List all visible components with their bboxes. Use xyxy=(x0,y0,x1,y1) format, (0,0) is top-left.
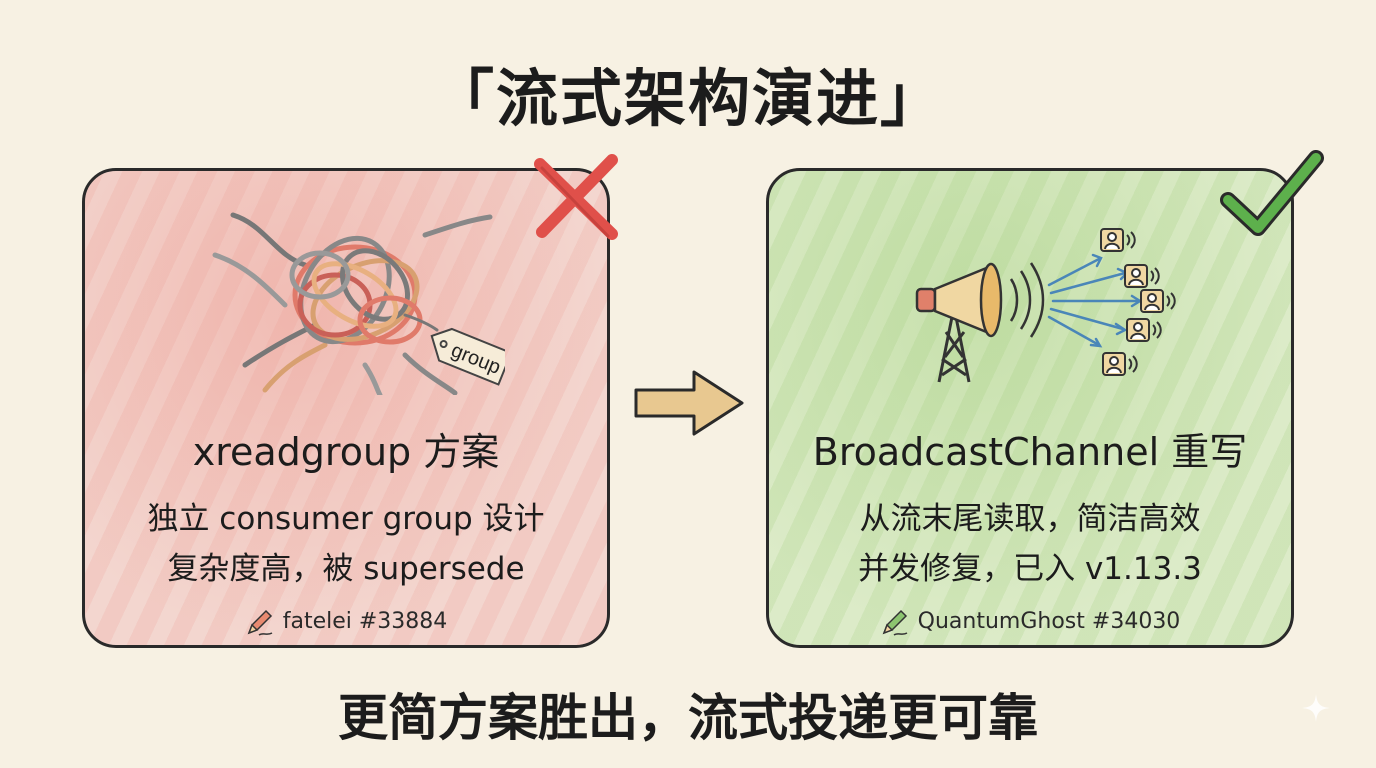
left-card-author: fatelei #33884 xyxy=(282,609,448,634)
page-title: 「流式架构演进」 xyxy=(431,62,944,135)
left-card-line1: 独立 consumer group 设计 xyxy=(147,501,545,537)
megaphone-broadcast-icon xyxy=(915,228,1176,383)
pencil-icon xyxy=(247,609,273,636)
conclusion-text: 更简方案胜出，流式投递更可靠 xyxy=(338,689,1038,747)
pencil-icon xyxy=(882,609,908,636)
left-card-line2: 复杂度高，被 supersede xyxy=(167,551,525,587)
right-card-heading: BroadcastChannel 重写 xyxy=(812,430,1248,474)
tangled-yarn-icon: group xyxy=(212,212,505,395)
left-card-heading: xreadgroup 方案 xyxy=(192,430,500,474)
right-card-line2: 并发修复，已入 v1.13.3 xyxy=(858,551,1202,587)
right-card-author: QuantumGhost #34030 xyxy=(917,609,1181,634)
left-card: group xreadgroup 方案 独立 consumer group 设计… xyxy=(82,168,610,648)
check-icon xyxy=(1220,150,1324,236)
sparkle-icon xyxy=(1302,694,1330,722)
right-card-line1: 从流末尾读取，简洁高效 xyxy=(859,501,1201,537)
right-arrow-icon xyxy=(634,370,744,436)
right-card: BroadcastChannel 重写 从流末尾读取，简洁高效 并发修复，已入 … xyxy=(766,168,1294,648)
left-card-author-row: fatelei #33884 xyxy=(85,607,607,637)
right-card-author-row: QuantumGhost #34030 xyxy=(769,607,1291,637)
cross-icon xyxy=(534,154,618,240)
